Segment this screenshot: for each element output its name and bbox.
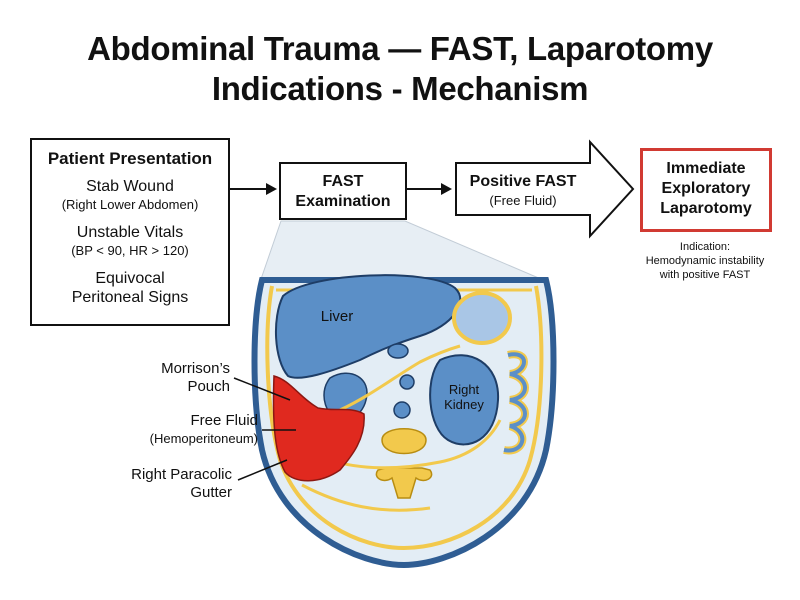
indication-note: Indication: Hemodynamic instability with… <box>620 240 790 282</box>
stab-wound-location: (Right Lower Abdomen) <box>61 197 199 212</box>
positive-fast-text: Positive FAST (Free Fluid) <box>454 172 592 210</box>
free-fluid-note: (Free Fluid) <box>489 193 557 208</box>
abdomen-cross-section <box>251 274 557 569</box>
liver-label: Liver <box>320 308 354 325</box>
laparotomy-line2: Exploratory <box>661 180 751 197</box>
pointer-gutter <box>237 459 288 481</box>
paracolic-gutter-line1: Right Paracolic <box>131 466 232 483</box>
laparotomy-line1: Immediate <box>666 160 746 177</box>
right-kidney-shape <box>429 354 500 446</box>
morrisons-pouch-line2: Pouch <box>187 378 230 395</box>
laparotomy-line3: Laparotomy <box>660 200 752 217</box>
morrisons-pouch-label: Morrison’s Pouch <box>110 360 230 396</box>
diagram-title-line2: Indications - Mechanism <box>211 70 589 107</box>
fast-examination-box: FAST Examination <box>279 162 407 220</box>
spine-vertebra <box>375 428 433 499</box>
right-kidney-label: Right Kidney <box>436 382 492 412</box>
peritoneal-signs-label: Peritoneal Signs <box>71 289 189 306</box>
free-fluid-line1: Free Fluid <box>190 412 258 429</box>
stomach-shape <box>452 291 512 345</box>
zoom-funnel <box>259 220 549 283</box>
positive-fast-label: Positive FAST <box>469 173 577 190</box>
right-kidney-line1: Right <box>448 382 480 397</box>
liver-shape <box>274 274 462 379</box>
arrow-fast-to-positive <box>407 183 452 195</box>
free-fluid-line2: (Hemoperitoneum) <box>149 431 258 446</box>
free-fluid-region <box>272 375 365 482</box>
stab-wound-label: Stab Wound <box>86 178 174 195</box>
patient-presentation-box: Patient Presentation Stab Wound (Right L… <box>30 138 230 326</box>
paracolic-gutter-line2: Gutter <box>190 484 232 501</box>
equivocal-label: Equivocal <box>95 270 165 287</box>
laparotomy-box: Immediate Exploratory Laparotomy <box>640 148 772 232</box>
morrisons-pouch-line1: Morrison’s <box>161 360 230 377</box>
arrow-presentation-to-fast <box>230 183 277 195</box>
diagram-title-line1: Abdominal Trauma — FAST, Laparotomy <box>87 30 713 67</box>
indication-line2: Hemodynamic instability <box>645 255 765 267</box>
fast-label: FAST <box>322 173 364 190</box>
unstable-vitals-label: Unstable Vitals <box>76 224 184 241</box>
indication-line1: Indication: <box>679 241 731 253</box>
examination-label: Examination <box>295 193 391 210</box>
paracolic-gutter-label: Right Paracolic Gutter <box>80 466 232 502</box>
pointer-morrison <box>233 377 291 401</box>
presentation-header: Patient Presentation <box>47 149 213 168</box>
right-kidney-line2: Kidney <box>444 397 484 412</box>
indication-line3: with positive FAST <box>659 269 751 281</box>
free-fluid-label: Free Fluid (Hemoperitoneum) <box>80 412 258 448</box>
vitals-values: (BP < 90, HR > 120) <box>71 243 189 258</box>
positive-fast-arrow-shape <box>455 139 635 239</box>
